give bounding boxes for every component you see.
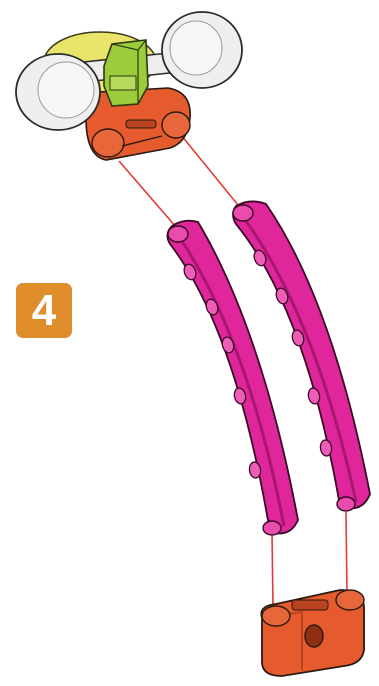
right-wheel [162,12,242,88]
double-peg-connector [261,590,364,676]
connector-center-hole [305,625,323,647]
guide-line-top-left [119,161,176,227]
guide-line-top-right [181,135,238,205]
left-wheel [16,54,100,130]
guide-line-bottom-left [272,532,273,607]
guide-line-bottom-right [346,512,347,596]
green-hub-block [104,40,148,106]
wheel-axle-assembly [16,12,242,160]
